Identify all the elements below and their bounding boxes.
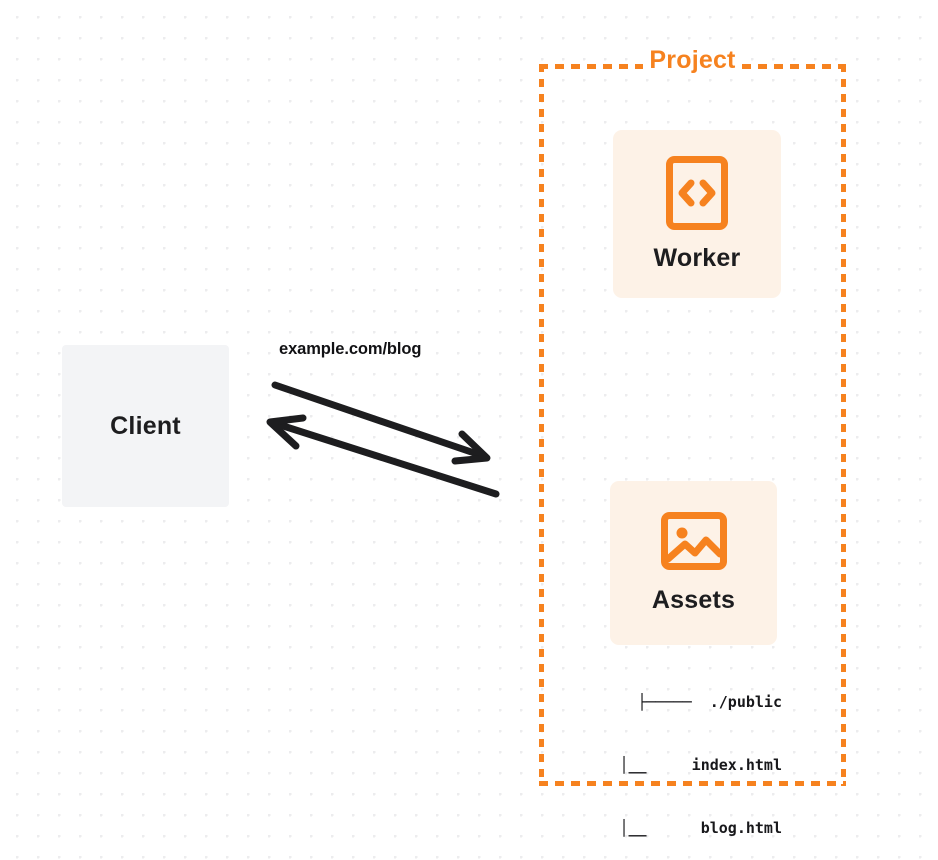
project-border-top-left: [539, 64, 643, 69]
assets-card[interactable]: Assets: [610, 481, 777, 645]
file-tree-row: ├───── ./public: [637, 693, 783, 711]
image-icon: [660, 511, 727, 570]
assets-file-tree: ├───── ./public │__ index.html │__ blog.…: [560, 650, 782, 860]
assets-card-label: Assets: [651, 585, 736, 614]
client-label: Client: [110, 411, 181, 440]
project-border-top-right: [742, 64, 846, 69]
file-tree-row: │__ blog.html: [619, 819, 782, 837]
worker-card-label: Worker: [653, 243, 741, 272]
arrow-response-line: [273, 420, 500, 498]
project-container: Project: [539, 46, 846, 786]
project-border-bottom: [539, 781, 846, 786]
arrow-response-head: [266, 414, 307, 450]
project-title: Project: [643, 46, 742, 75]
worker-card[interactable]: Worker: [613, 130, 781, 298]
code-file-icon: [666, 155, 728, 230]
edge-label-request-url: example.com/blog: [279, 340, 422, 358]
project-border-right: [841, 64, 846, 786]
arrow-request-line: [271, 381, 487, 460]
arrow-request-head: [451, 430, 491, 465]
file-tree-row: │__ index.html: [619, 756, 782, 774]
client-node[interactable]: Client: [62, 345, 229, 507]
project-border-left: [539, 64, 544, 786]
